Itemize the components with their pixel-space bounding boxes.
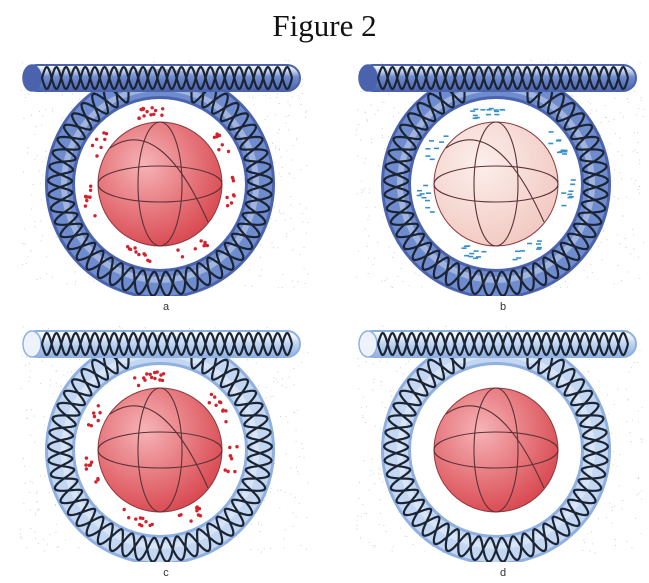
histone-core <box>98 122 222 246</box>
panel-c <box>14 322 314 562</box>
nucleosome-diagram-d <box>350 322 649 562</box>
nucleosome-diagram-c <box>14 322 314 562</box>
histone-core <box>434 122 558 246</box>
panel-b <box>350 56 649 296</box>
linker-dna-tube <box>359 65 636 91</box>
panel-label-a: a <box>156 301 176 313</box>
linker-dna-tube <box>359 331 636 357</box>
panel-label-c: c <box>156 567 176 579</box>
linker-dna-tube <box>23 331 300 357</box>
linker-dna-tube <box>23 65 300 91</box>
histone-core <box>434 388 558 512</box>
panel-label-d: d <box>493 567 513 579</box>
figure-title: Figure 2 <box>0 8 649 44</box>
panel-a <box>14 56 314 296</box>
nucleosome-diagram-b <box>350 56 649 296</box>
histone-core <box>98 388 222 512</box>
nucleosome-diagram-a <box>14 56 314 296</box>
panel-d <box>350 322 649 562</box>
panel-label-b: b <box>493 301 513 313</box>
